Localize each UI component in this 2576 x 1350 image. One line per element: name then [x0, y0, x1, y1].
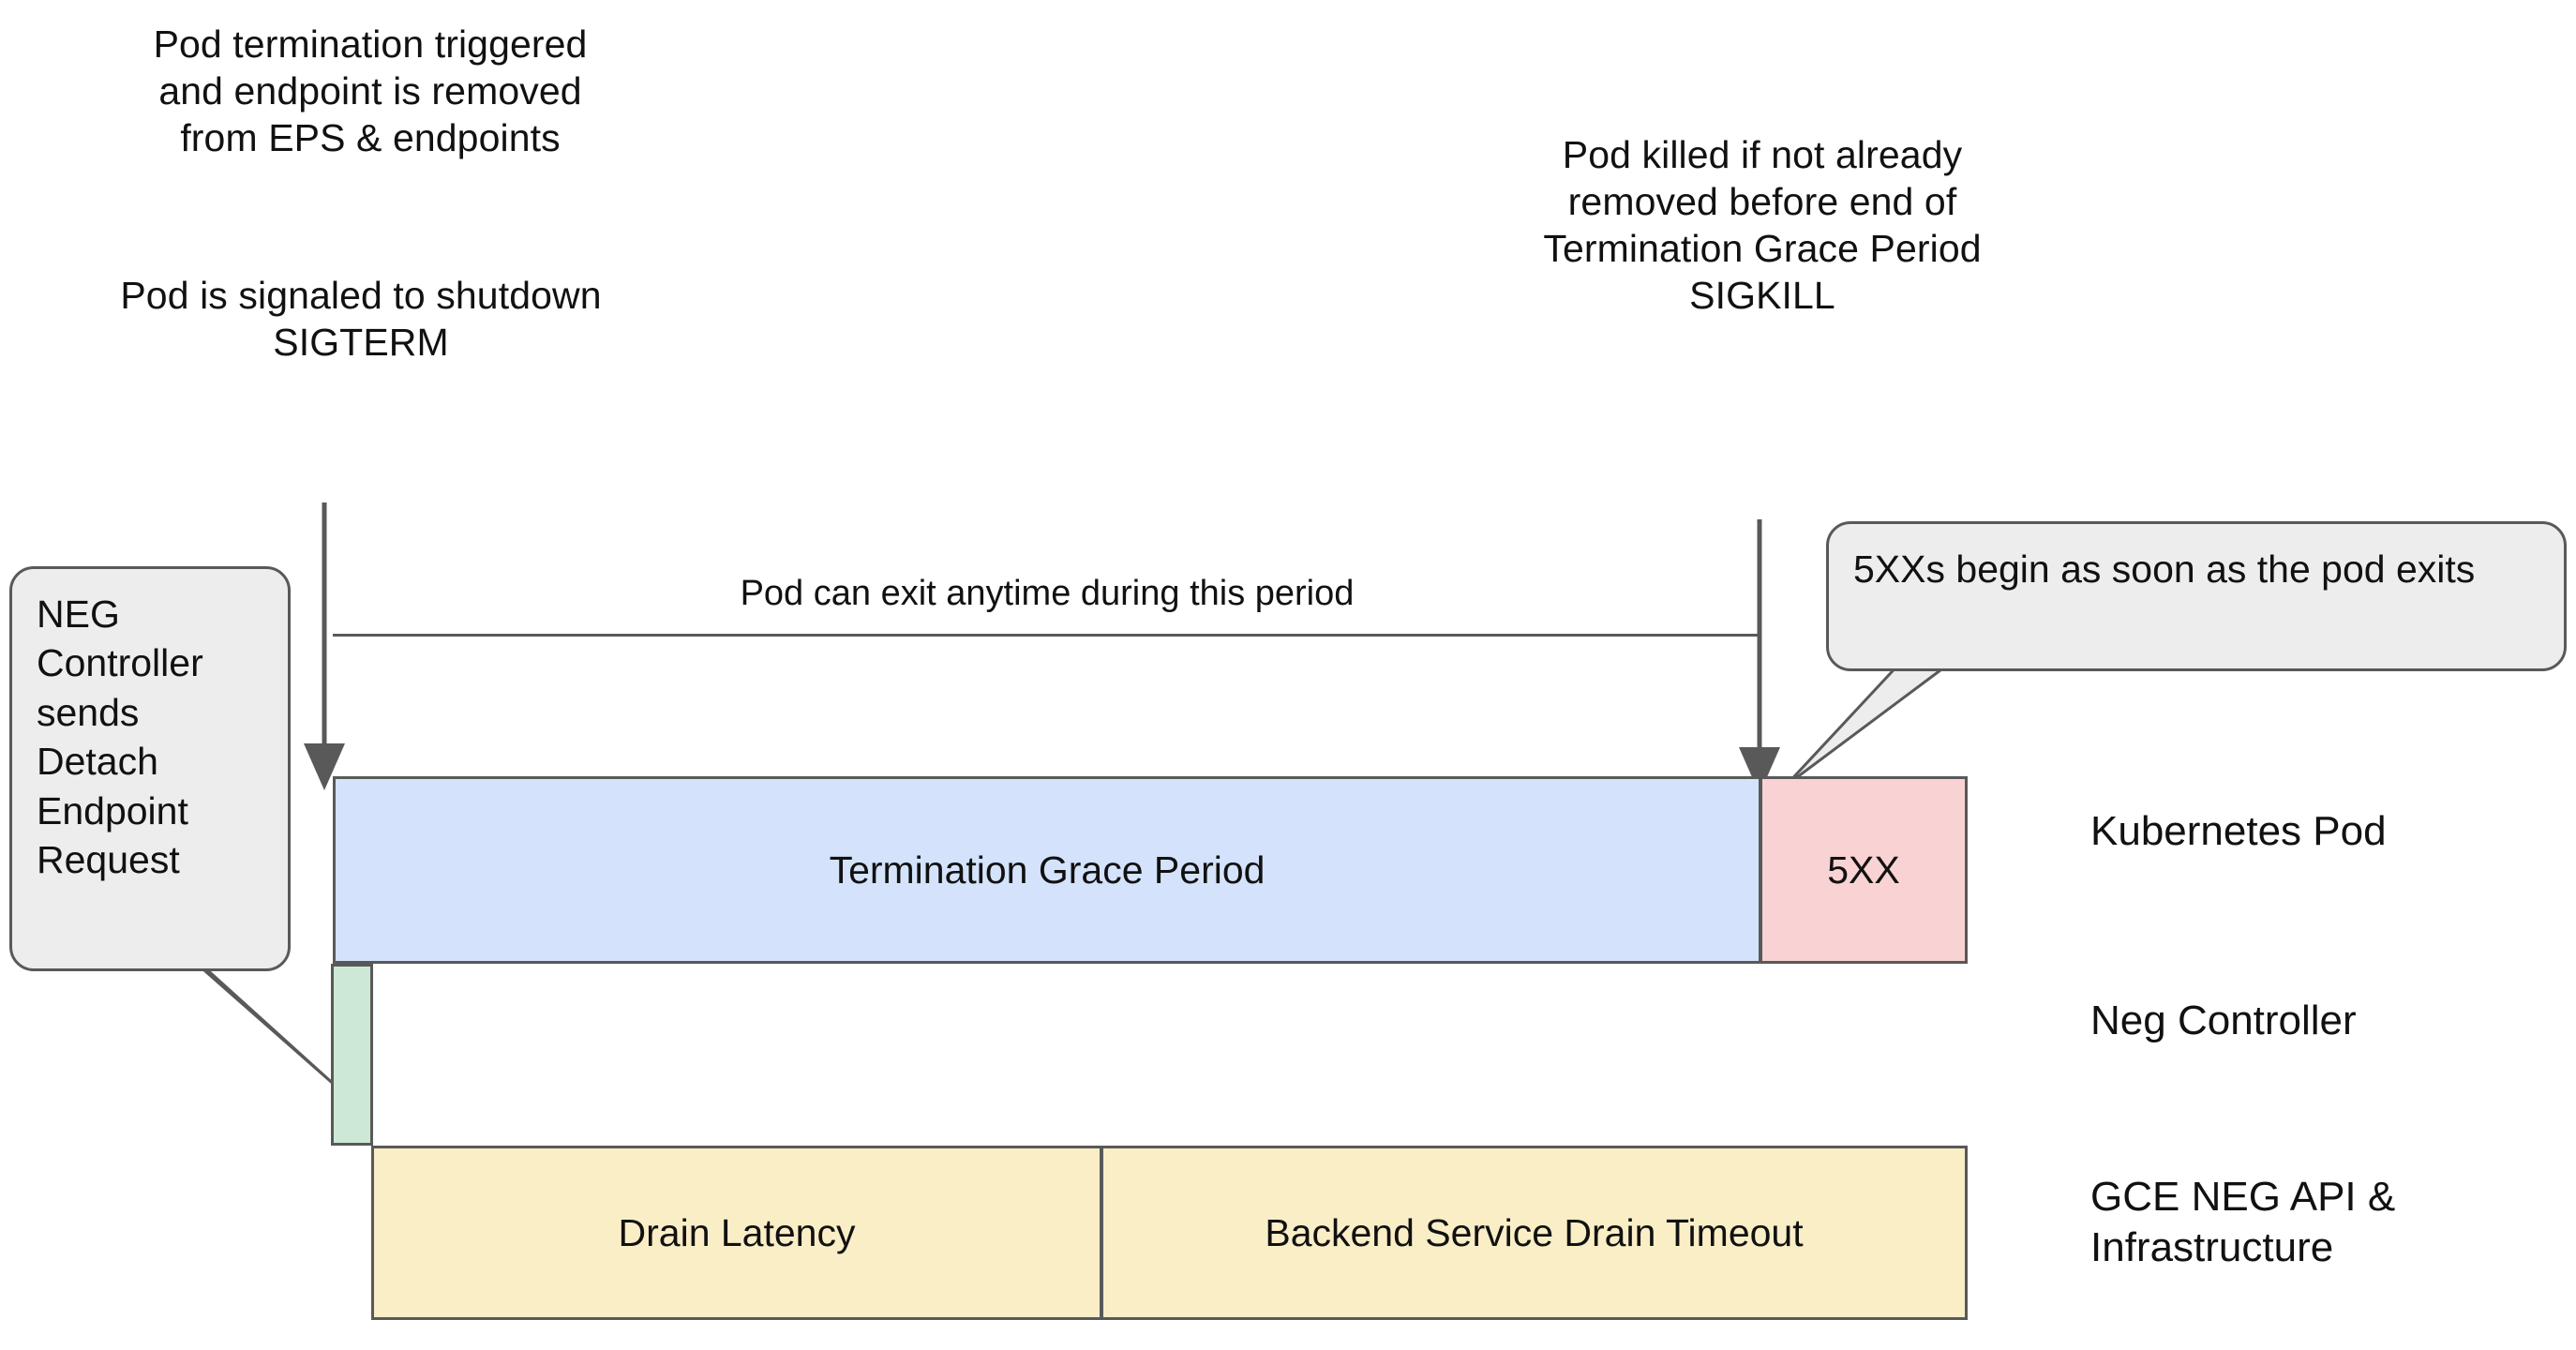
period-span-line	[333, 634, 1761, 637]
bar-label-5xx: 5XX	[1827, 848, 1900, 892]
bar-5xx[interactable]: 5XX	[1760, 776, 1968, 964]
callout-5xx: 5XXs begin as soon as the pod exits	[1826, 521, 2567, 671]
lane-label-neg-controller: Neg Controller	[2090, 998, 2357, 1043]
note-pod-termination-triggered: Pod termination triggered and endpoint i…	[153, 22, 588, 160]
bar-drain-latency[interactable]: Drain Latency	[371, 1146, 1102, 1320]
callout-tail-5xx	[1784, 654, 1961, 788]
bar-termination-grace-period[interactable]: Termination Grace Period	[333, 776, 1761, 964]
bar-label-termination-grace-period: Termination Grace Period	[829, 848, 1266, 892]
period-caption: Pod can exit anytime during this period	[740, 574, 1355, 613]
note-pod-killed-sigkill: Pod killed if not already removed before…	[1543, 133, 1982, 318]
lane-label-gce-neg-api: GCE NEG API & Infrastructure	[2090, 1174, 2396, 1270]
bar-neg-detach-endpoint[interactable]	[331, 964, 373, 1146]
lane-label-kubernetes-pod: Kubernetes Pod	[2090, 808, 2387, 854]
bar-label-backend-service-drain-timeout: Backend Service Drain Timeout	[1265, 1210, 1804, 1254]
callout-neg-controller: NEG Controller sends Detach Endpoint Req…	[9, 566, 291, 971]
bar-label-drain-latency: Drain Latency	[618, 1210, 856, 1254]
bar-backend-service-drain-timeout[interactable]: Backend Service Drain Timeout	[1101, 1146, 1968, 1320]
note-pod-signaled-shutdown: Pod is signaled to shutdown SIGTERM	[120, 274, 602, 365]
